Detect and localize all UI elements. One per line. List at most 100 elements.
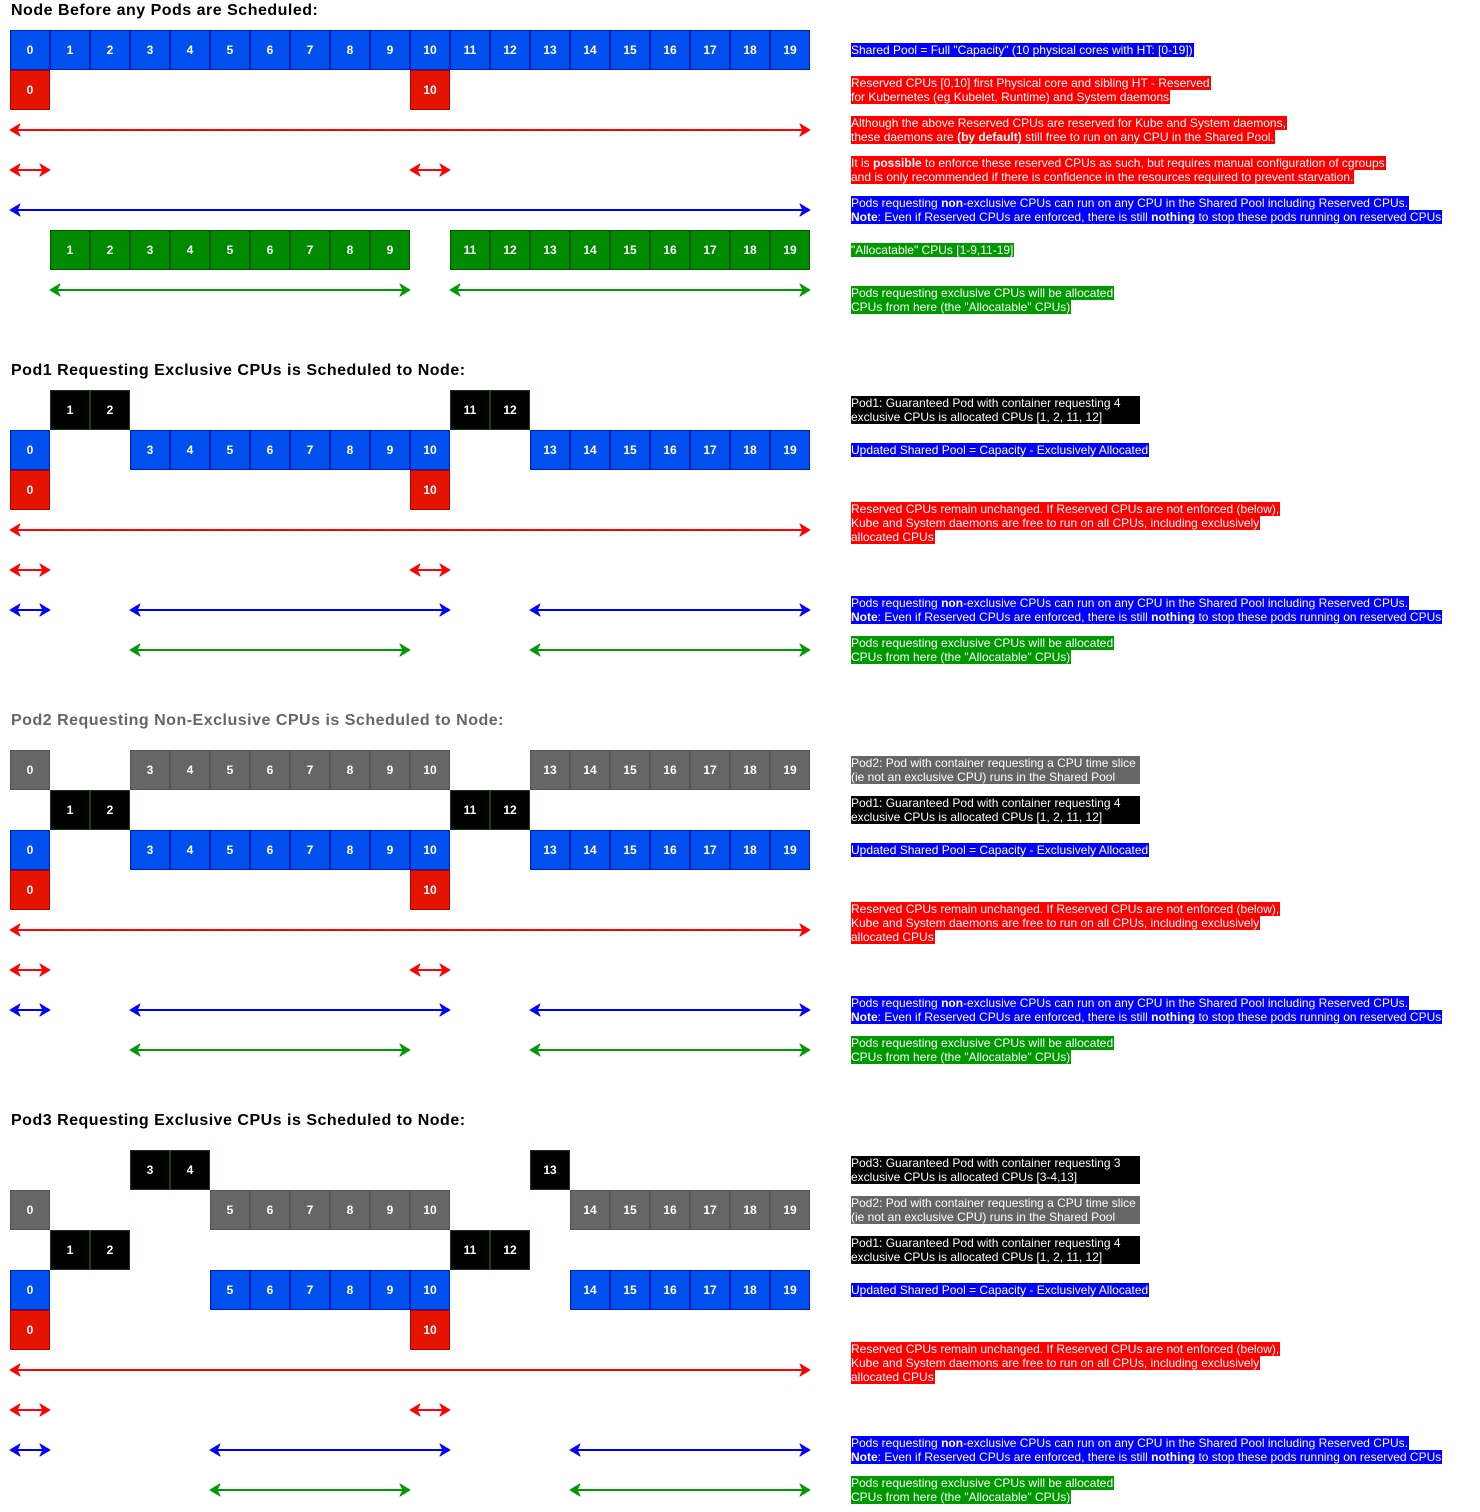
double-arrow-green (529, 643, 811, 657)
note-line: CPUs from here (the "Allocatable" CPUs) (851, 650, 1114, 664)
cpu-cell-blue: 17 (690, 830, 730, 870)
note-gray: Pod2: Pod with container requesting a CP… (851, 756, 1140, 784)
double-arrow-red (409, 963, 451, 977)
cpu-cell-black: 12 (490, 790, 530, 830)
cpu-cell-gray: 4 (170, 750, 210, 790)
note-text: Reserved CPUs remain unchanged. If Reser… (851, 902, 1280, 916)
cpu-cell-blue: 10 (410, 1270, 450, 1310)
double-arrow-blue (129, 1003, 451, 1017)
cpu-cell-blue: 18 (730, 30, 770, 70)
cpu-cell-blue: 5 (210, 430, 250, 470)
section-title: Pod3 Requesting Exclusive CPUs is Schedu… (11, 1112, 466, 1129)
note-line: It is possible to enforce these reserved… (851, 156, 1386, 170)
note-line: allocated CPUs (851, 930, 1280, 944)
cpu-cell-gray: 14 (570, 1190, 610, 1230)
cpu-cell-green: 8 (330, 230, 370, 270)
cpu-cell-blue: 15 (610, 1270, 650, 1310)
cpu-cell-gray: 5 (210, 1190, 250, 1230)
cpu-cell-blue: 0 (10, 30, 50, 70)
double-arrow-red (9, 563, 51, 577)
note-text: It is (851, 156, 874, 170)
cpu-cell-blue: 17 (690, 1270, 730, 1310)
note-line: exclusive CPUs is allocated CPUs [1, 2, … (851, 410, 1140, 424)
note-line: exclusive CPUs is allocated CPUs [1, 2, … (851, 1250, 1140, 1264)
note-line: allocated CPUs (851, 1370, 1280, 1384)
note-line: Shared Pool = Full "Capacity" (10 physic… (851, 43, 1194, 57)
note-black: Pod1: Guaranteed Pod with container requ… (851, 396, 1140, 424)
note-text: Reserved CPUs [0,10] first Physical core… (851, 76, 1210, 90)
note-text: Kube and System daemons are free to run … (851, 1356, 1260, 1370)
double-arrow-green (129, 643, 411, 657)
note-line: Pods requesting exclusive CPUs will be a… (851, 1476, 1115, 1490)
double-arrow-red (9, 963, 51, 977)
note-text: CPUs from here (the "Allocatable" CPUs) (851, 300, 1071, 314)
note-text: -exclusive CPUs can run on any CPU in th… (963, 196, 1408, 210)
cpu-cell-blue: 0 (10, 830, 50, 870)
cpu-cell-black: 11 (450, 390, 490, 430)
double-arrow-green (449, 283, 811, 297)
note-line: CPUs from here (the "Allocatable" CPUs) (851, 1490, 1114, 1504)
cpu-cell-black: 12 (490, 390, 530, 430)
note-text: Pods requesting exclusive CPUs will be a… (851, 636, 1114, 650)
note-line: for Kubernetes (eg Kubelet, Runtime) and… (851, 90, 1211, 104)
double-arrow-red (409, 163, 451, 177)
cpu-cell-blue: 5 (210, 830, 250, 870)
cpu-cell-gray: 17 (690, 750, 730, 790)
cpu-cell-green: 3 (130, 230, 170, 270)
cpu-cell-black: 4 (170, 1150, 210, 1190)
note-text: (ie not an exclusive CPU) runs in the Sh… (851, 1210, 1116, 1224)
note-text: Kube and System daemons are free to run … (851, 516, 1260, 530)
cpu-cell-blue: 17 (690, 430, 730, 470)
note-line: Reserved CPUs remain unchanged. If Reser… (851, 902, 1281, 916)
cpu-cell-red: 0 (10, 870, 50, 910)
cpu-cell-blue: 14 (570, 830, 610, 870)
note-text: Shared Pool = Full "Capacity" (10 physic… (851, 43, 1193, 57)
note-line: (ie not an exclusive CPU) runs in the Sh… (851, 770, 1140, 784)
note-text: Pods requesting (851, 196, 942, 210)
cpu-cell-blue: 5 (210, 1270, 250, 1310)
cpu-cell-blue: 18 (730, 1270, 770, 1310)
note-text: : Even if Reserved CPUs are enforced, th… (877, 1450, 1152, 1464)
note-text: these daemons are (851, 130, 958, 144)
note-red: Reserved CPUs remain unchanged. If Reser… (851, 1342, 1281, 1384)
note-line: Reserved CPUs remain unchanged. If Reser… (851, 1342, 1281, 1356)
note-line: exclusive CPUs is allocated CPUs [3-4,13… (851, 1170, 1140, 1184)
note-line: Reserved CPUs remain unchanged. If Reser… (851, 502, 1281, 516)
cpu-cell-blue: 9 (370, 830, 410, 870)
cpu-cell-black: 1 (50, 1230, 90, 1270)
cpu-cell-blue: 19 (770, 430, 810, 470)
note-text: to enforce these reserved CPUs as such, … (921, 156, 1385, 170)
cpu-cell-gray: 18 (730, 750, 770, 790)
note-line: Pod1: Guaranteed Pod with container requ… (851, 796, 1140, 810)
note-text: to stop these pods running on reserved C… (1195, 1450, 1442, 1464)
cpu-cell-gray: 19 (770, 1190, 810, 1230)
note-blue: Pods requesting non-exclusive CPUs can r… (851, 996, 1443, 1024)
cpu-cell-blue: 7 (290, 1270, 330, 1310)
cpu-cell-green: 5 (210, 230, 250, 270)
cpu-cell-blue: 16 (650, 1270, 690, 1310)
note-text: Updated Shared Pool = Capacity - Exclusi… (851, 843, 1149, 857)
cpu-cell-gray: 7 (290, 750, 330, 790)
cpu-cell-blue: 3 (130, 830, 170, 870)
note-text: Updated Shared Pool = Capacity - Exclusi… (851, 443, 1149, 457)
note-line: Pods requesting exclusive CPUs will be a… (851, 286, 1115, 300)
note-red: It is possible to enforce these reserved… (851, 156, 1386, 184)
note-text: Pods requesting (851, 596, 942, 610)
cpu-cell-blue: 7 (290, 830, 330, 870)
note-text: Updated Shared Pool = Capacity - Exclusi… (851, 1283, 1149, 1297)
cpu-cell-gray: 13 (530, 750, 570, 790)
double-arrow-blue (529, 603, 811, 617)
cpu-cell-blue: 13 (530, 430, 570, 470)
cpu-cell-gray: 8 (330, 1190, 370, 1230)
double-arrow-blue (9, 1003, 51, 1017)
note-text: to stop these pods running on reserved C… (1195, 610, 1442, 624)
cpu-cell-gray: 15 (610, 750, 650, 790)
note-text: exclusive CPUs is allocated CPUs [1, 2, … (851, 410, 1103, 424)
cpu-cell-black: 13 (530, 1150, 570, 1190)
note-text: Pod1: Guaranteed Pod with container requ… (851, 396, 1121, 410)
cpu-cell-blue: 6 (250, 830, 290, 870)
cpu-cell-blue: 18 (730, 830, 770, 870)
note-blue: Shared Pool = Full "Capacity" (10 physic… (851, 43, 1194, 57)
cpu-cell-green: 7 (290, 230, 330, 270)
cpu-cell-green: 14 (570, 230, 610, 270)
